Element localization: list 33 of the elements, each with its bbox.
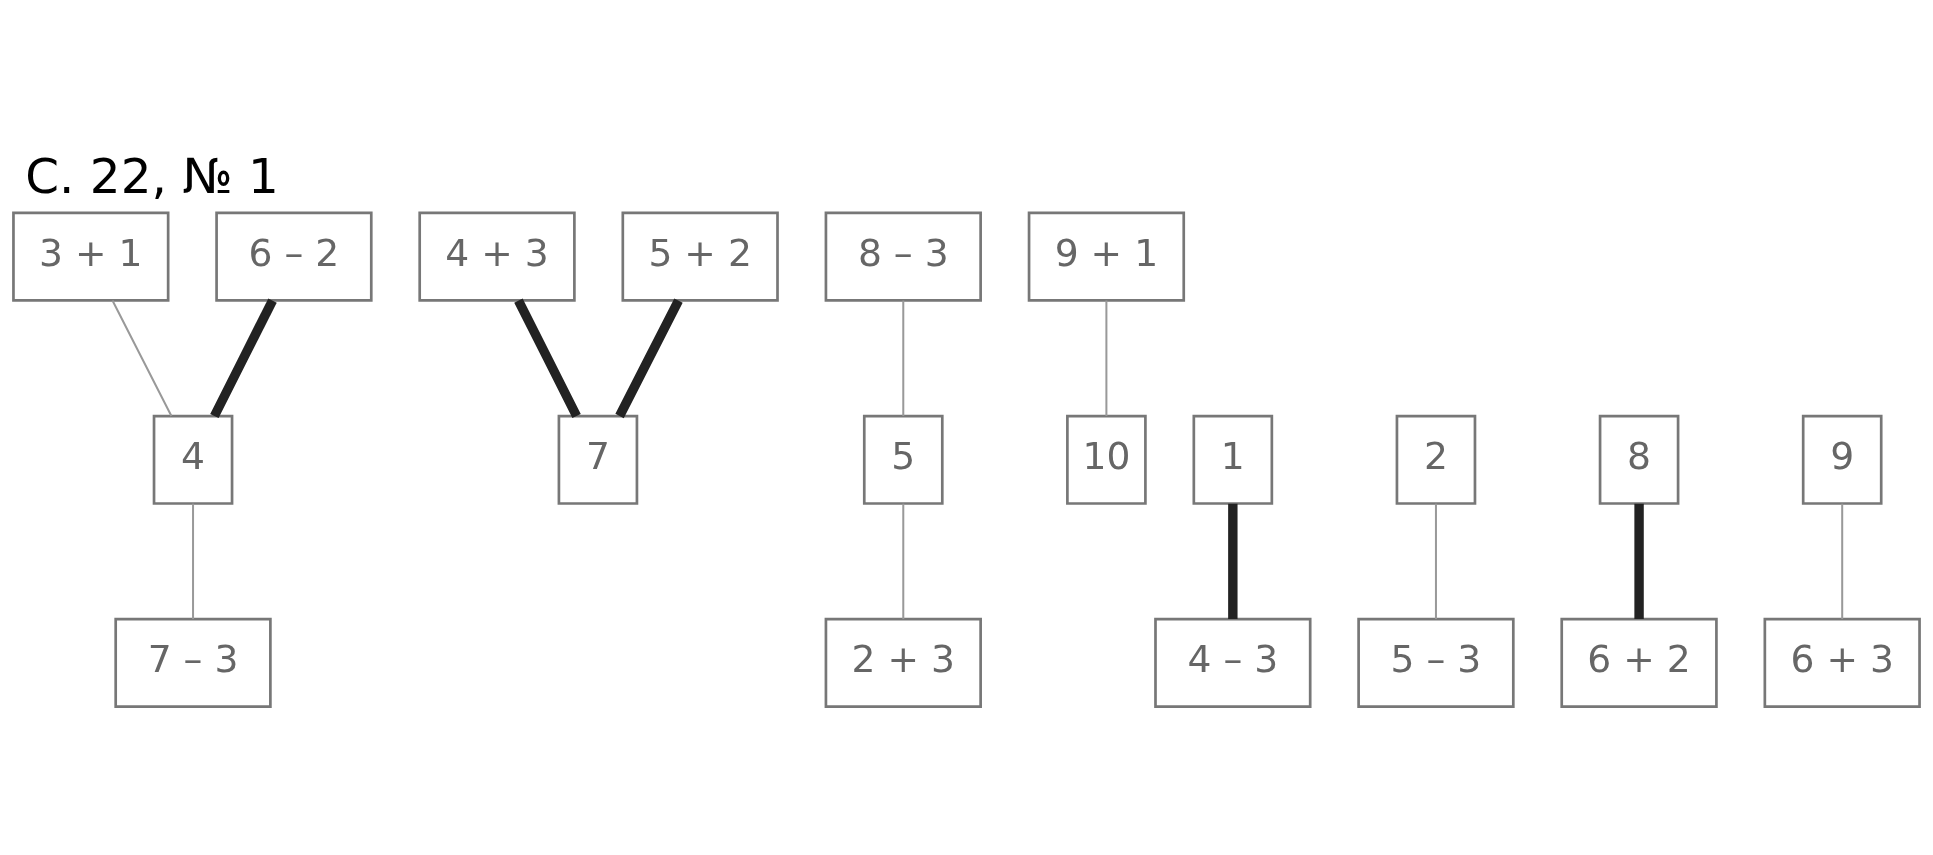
node-box: 2 xyxy=(1395,414,1477,505)
node-box: 9 + 1 xyxy=(1027,211,1186,302)
connector xyxy=(514,298,581,419)
node-box: 9 xyxy=(1801,414,1883,505)
node-box: 8 – 3 xyxy=(824,211,982,302)
connector xyxy=(615,298,683,419)
node-box: 5 + 2 xyxy=(621,211,779,302)
node-box: 1 xyxy=(1192,414,1274,505)
connector xyxy=(902,300,905,416)
node-box: 3 + 1 xyxy=(12,211,170,302)
connector xyxy=(1841,503,1844,620)
connector xyxy=(192,503,195,620)
diagram-title: С. 22, № 1 xyxy=(25,147,279,204)
connector xyxy=(902,503,905,620)
node-box: 8 xyxy=(1598,414,1680,505)
connector xyxy=(1434,503,1437,620)
node-box: 5 xyxy=(862,414,944,505)
connector xyxy=(111,300,173,417)
connector xyxy=(1634,503,1644,620)
node-box: 6 – 2 xyxy=(215,211,373,302)
connector xyxy=(1105,300,1108,416)
node-box: 4 + 3 xyxy=(418,211,576,302)
node-box: 5 – 3 xyxy=(1357,617,1515,708)
connector xyxy=(210,298,277,419)
node-box: 4 – 3 xyxy=(1154,617,1312,708)
node-box: 7 – 3 xyxy=(114,617,272,708)
node-box: 6 + 2 xyxy=(1560,617,1718,708)
node-box: 2 + 3 xyxy=(824,617,982,708)
node-box: 7 xyxy=(557,414,639,505)
connector xyxy=(1228,503,1238,620)
node-box: 4 xyxy=(152,414,234,505)
node-box: 6 + 3 xyxy=(1763,617,1921,708)
node-box: 10 xyxy=(1066,414,1147,505)
